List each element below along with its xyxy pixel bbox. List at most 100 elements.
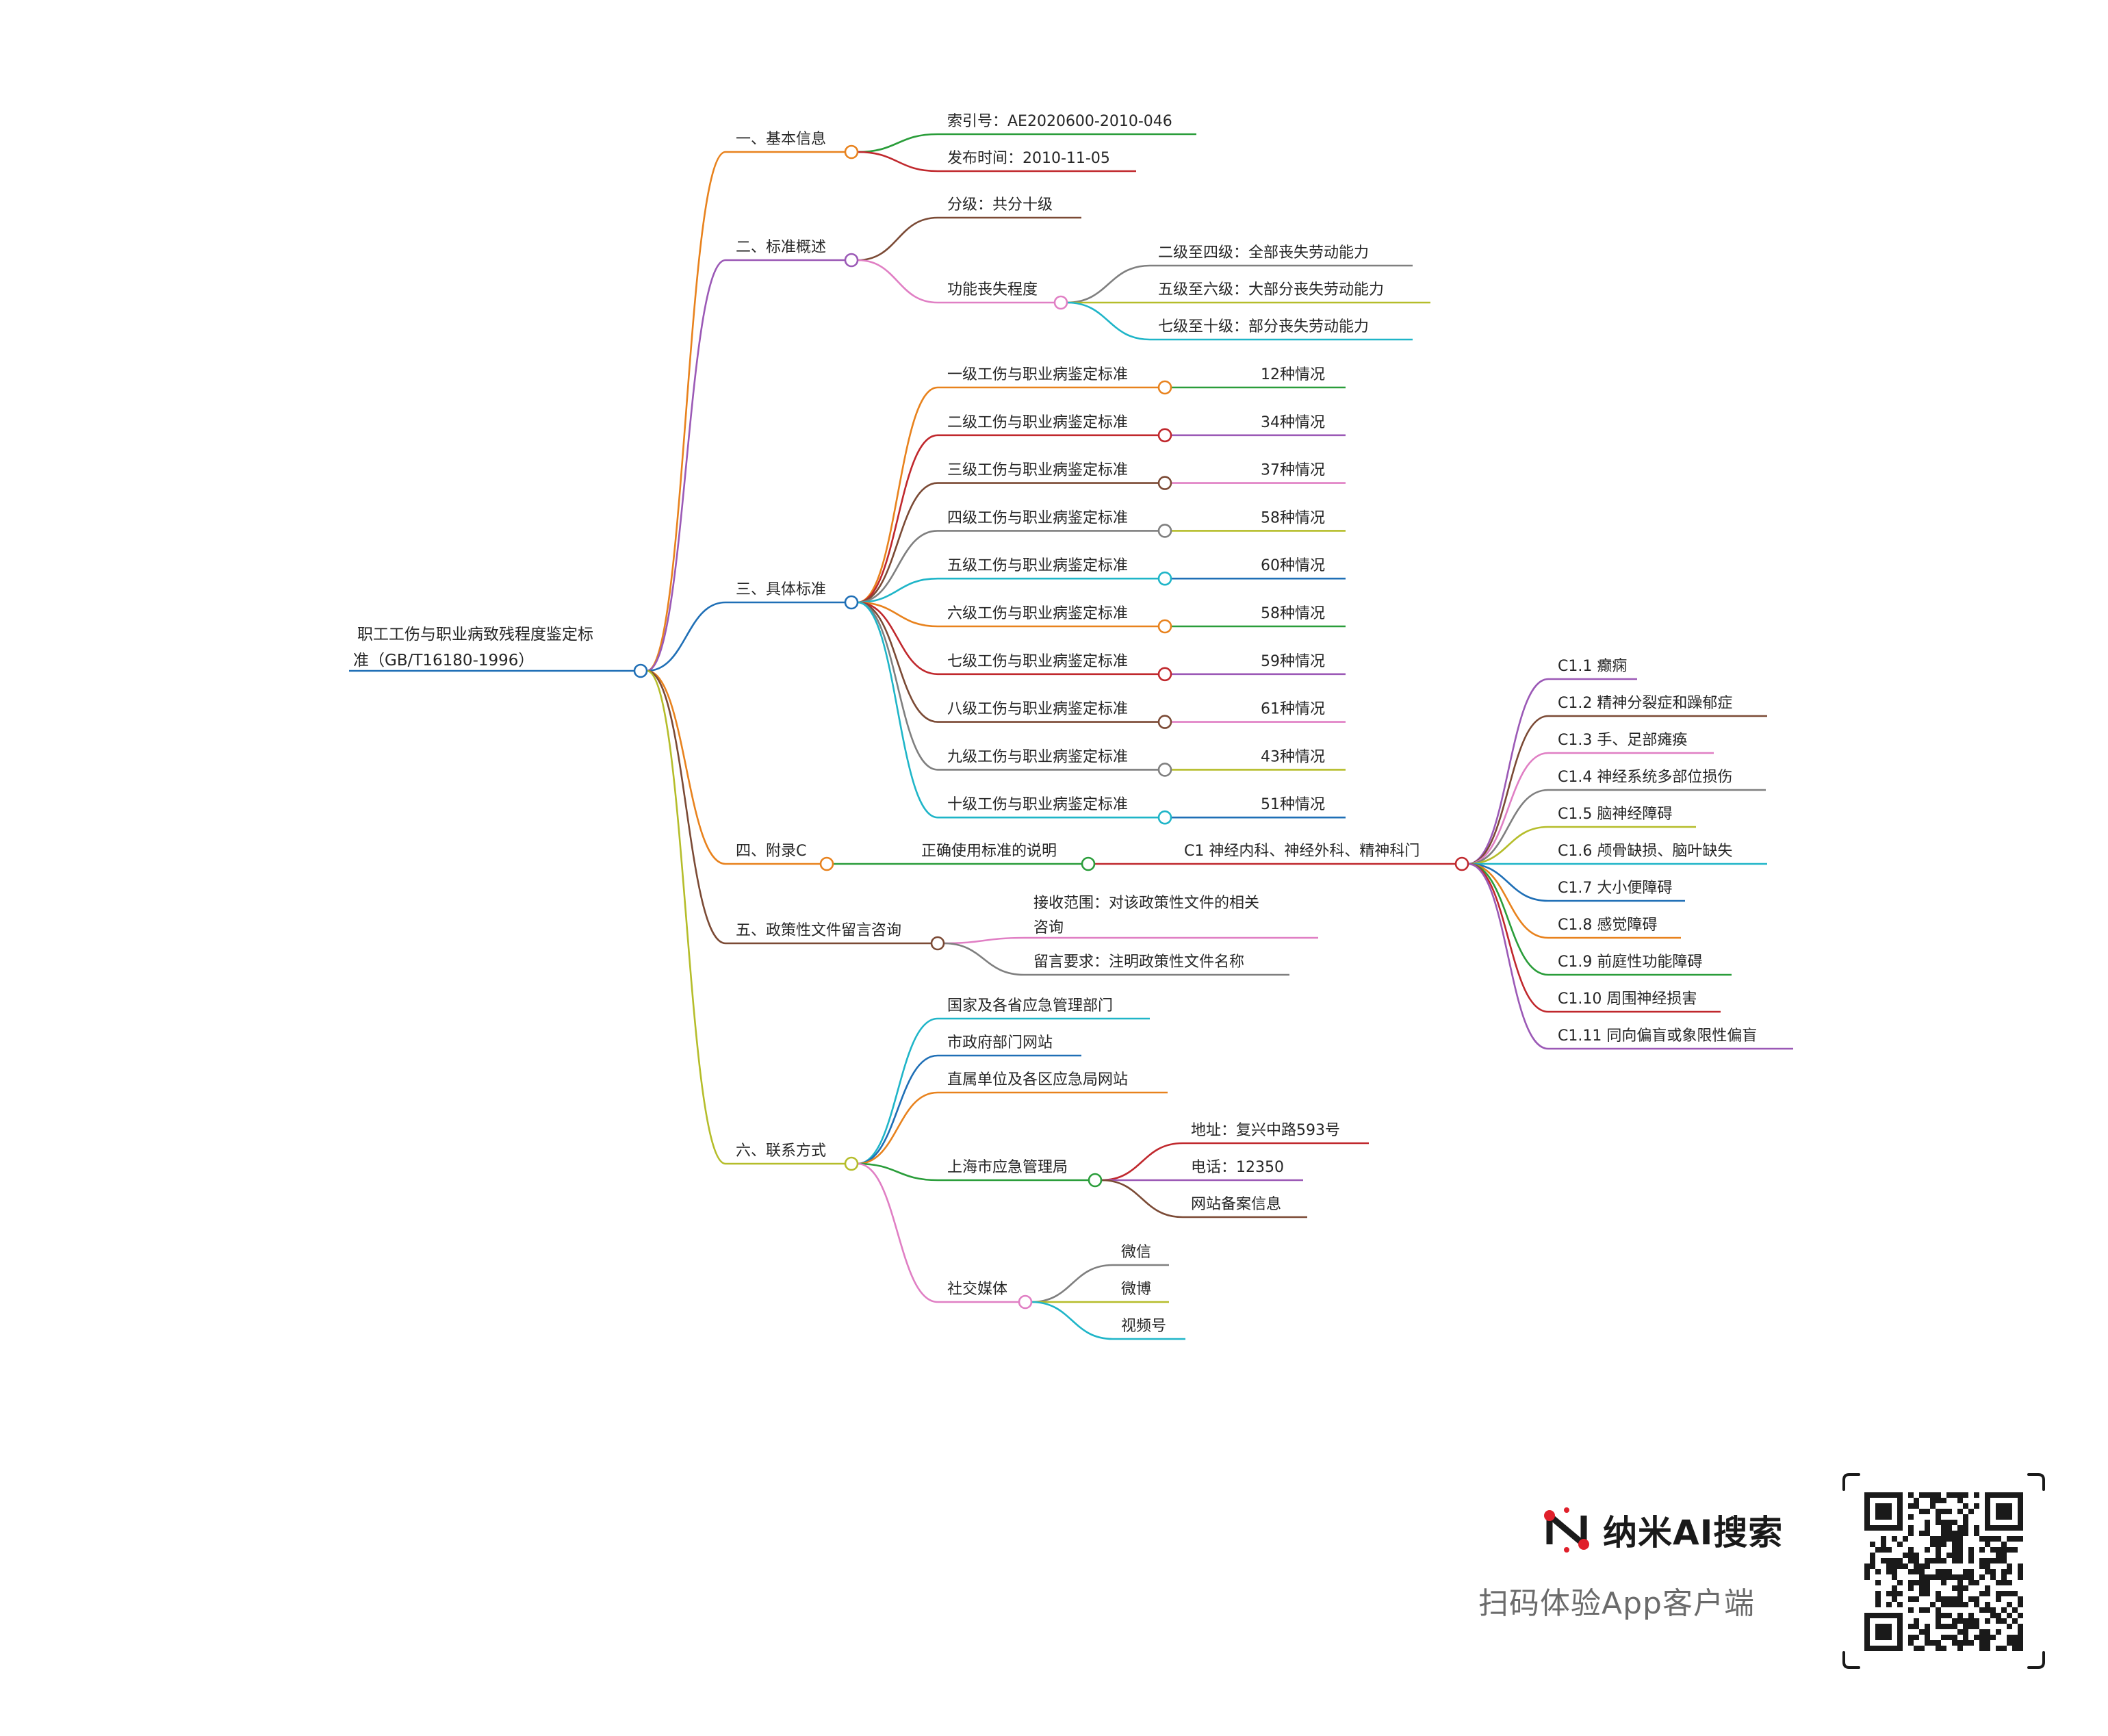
branch-4-label: 四、附录C <box>736 843 806 860</box>
consult-1-label-line2: 咨询 <box>1033 919 1064 936</box>
standard-4-node[interactable] <box>1157 524 1172 538</box>
edge-standard-9 <box>857 601 938 771</box>
contact-2-label: 市政府部门网站 <box>947 1034 1053 1051</box>
edge-contact-1 <box>857 1017 938 1165</box>
standard-3-label: 三级工伤与职业病鉴定标准 <box>947 462 1128 479</box>
standard-9-node[interactable] <box>1157 763 1172 777</box>
c1-item-6-label: C1.6 颅骨缺损、脑叶缺失 <box>1558 843 1732 860</box>
branch-5-node[interactable] <box>930 936 945 951</box>
standard-7-value: 59种情况 <box>1261 653 1325 670</box>
standard-8-value: 61种情况 <box>1261 701 1325 718</box>
edge-c1-item-11 <box>1467 863 1549 1050</box>
edge-loss-level-1 <box>1066 264 1151 304</box>
edge-root-branch-4 <box>646 669 726 865</box>
c1-item-2-label: C1.2 精神分裂症和躁郁症 <box>1558 695 1732 712</box>
social-1-label: 微信 <box>1121 1244 1151 1261</box>
edge-c1-item-7 <box>1467 863 1549 902</box>
mind-map-labels: 职工工伤与职业病致残程度鉴定标准（GB/T16180-1996）一、基本信息二、… <box>353 113 1757 1335</box>
standard-5-node[interactable] <box>1157 571 1172 586</box>
edge-root-branch-3 <box>646 601 726 672</box>
shanghai-3-label: 网站备案信息 <box>1191 1196 1281 1213</box>
c1-label: C1 神经内科、神经外科、精神科门 <box>1184 843 1419 860</box>
c1-item-9-label: C1.9 前庭性功能障碍 <box>1558 954 1702 971</box>
edge-c1-item-1 <box>1467 678 1549 865</box>
branch-5-label: 五、政策性文件留言咨询 <box>736 922 901 939</box>
edge-loss-level-3 <box>1066 301 1151 341</box>
branch-4-node[interactable] <box>819 856 834 871</box>
branch-3-label: 三、具体标准 <box>736 581 826 598</box>
edge-c1-item-9 <box>1467 863 1549 976</box>
consult-1-label: 接收范围：对该政策性文件的相关 <box>1033 895 1259 912</box>
basic-info-2-label: 发布时间：2010-11-05 <box>947 150 1110 167</box>
standard-5-value: 60种情况 <box>1261 557 1325 574</box>
standard-8-node[interactable] <box>1157 715 1172 729</box>
branch-6-node[interactable] <box>844 1156 859 1171</box>
consult-2-label: 留言要求：注明政策性文件名称 <box>1033 954 1244 971</box>
contact-3-label: 直属单位及各区应急局网站 <box>947 1071 1128 1088</box>
standard-3-node[interactable] <box>1157 476 1172 490</box>
standard-1-label: 一级工伤与职业病鉴定标准 <box>947 366 1128 383</box>
mind-map-underlines <box>349 133 1793 1340</box>
edge-shanghai-3 <box>1101 1179 1183 1218</box>
root-title-line1: 职工工伤与职业病致残程度鉴定标 <box>357 626 593 643</box>
social-2-label: 微博 <box>1121 1281 1151 1298</box>
edge-overview-1 <box>857 216 938 261</box>
standard-5-label: 五级工伤与职业病鉴定标准 <box>947 557 1128 574</box>
standard-7-label: 七级工伤与职业病鉴定标准 <box>947 653 1128 670</box>
contact-4-node[interactable] <box>1088 1173 1103 1188</box>
c1-node[interactable] <box>1454 856 1469 871</box>
edge-basic-info-2 <box>857 151 938 173</box>
c1-item-8-label: C1.8 感觉障碍 <box>1558 917 1657 934</box>
edge-overview-2 <box>857 259 938 304</box>
edge-standard-7 <box>857 601 938 676</box>
overview-2-node[interactable] <box>1053 295 1068 310</box>
brand-name: 纳米AI搜索 <box>1603 1513 1784 1553</box>
standard-4-value: 58种情况 <box>1261 509 1325 526</box>
branch-2-node[interactable] <box>844 253 859 268</box>
edge-standard-4 <box>857 530 938 604</box>
standard-6-node[interactable] <box>1157 619 1172 634</box>
standard-8-label: 八级工伤与职业病鉴定标准 <box>947 701 1128 718</box>
root-title-line2: 准（GB/T16180-1996） <box>353 652 534 669</box>
standard-2-node[interactable] <box>1157 428 1172 443</box>
edge-contact-3 <box>857 1091 938 1165</box>
branch-1-label: 一、基本信息 <box>736 131 826 148</box>
edge-standard-3 <box>857 482 938 604</box>
overview-2-label: 功能丧失程度 <box>947 281 1038 298</box>
loss-level-2-label: 五级至六级：大部分丧失劳动能力 <box>1158 281 1384 298</box>
edge-standard-1 <box>857 386 938 604</box>
standard-7-node[interactable] <box>1157 667 1172 682</box>
basic-info-1-label: 索引号：AE2020600-2010-046 <box>947 113 1172 130</box>
branch-6-label: 六、联系方式 <box>736 1143 826 1160</box>
overview-1-label: 分级：共分十级 <box>947 196 1053 214</box>
contact-5-node[interactable] <box>1018 1294 1033 1310</box>
branch-3-node[interactable] <box>844 595 859 610</box>
edge-standard-6 <box>857 601 938 628</box>
contact-1-label: 国家及各省应急管理部门 <box>947 997 1113 1014</box>
root-node[interactable] <box>633 663 648 678</box>
edge-c1-item-2 <box>1467 715 1549 865</box>
edge-root-branch-6 <box>646 669 726 1165</box>
edge-shanghai-1 <box>1101 1142 1183 1182</box>
edge-c1-item-4 <box>1467 789 1549 865</box>
c1-item-5-label: C1.5 脑神经障碍 <box>1558 806 1672 823</box>
edge-contact-2 <box>857 1054 938 1165</box>
edge-contact-5 <box>857 1162 938 1303</box>
standard-10-label: 十级工伤与职业病鉴定标准 <box>947 796 1128 813</box>
edge-consult-2 <box>943 942 1025 976</box>
branch-1-node[interactable] <box>844 144 859 159</box>
qr-code-container[interactable] <box>1841 1472 2046 1670</box>
edge-c1-item-8 <box>1467 863 1549 939</box>
standard-9-label: 九级工伤与职业病鉴定标准 <box>947 748 1128 765</box>
standard-1-value: 12种情况 <box>1261 366 1325 383</box>
c1-item-1-label: C1.1 癫痫 <box>1558 658 1627 675</box>
standard-1-node[interactable] <box>1157 380 1172 395</box>
mind-map-edges <box>646 133 1549 1340</box>
edge-c1-item-10 <box>1467 863 1549 1013</box>
standard-9-value: 43种情况 <box>1261 748 1325 765</box>
standard-10-node[interactable] <box>1157 810 1172 825</box>
standard-6-value: 58种情况 <box>1261 605 1325 622</box>
edge-standard-5 <box>857 577 938 604</box>
appendix-note-node[interactable] <box>1081 856 1096 871</box>
